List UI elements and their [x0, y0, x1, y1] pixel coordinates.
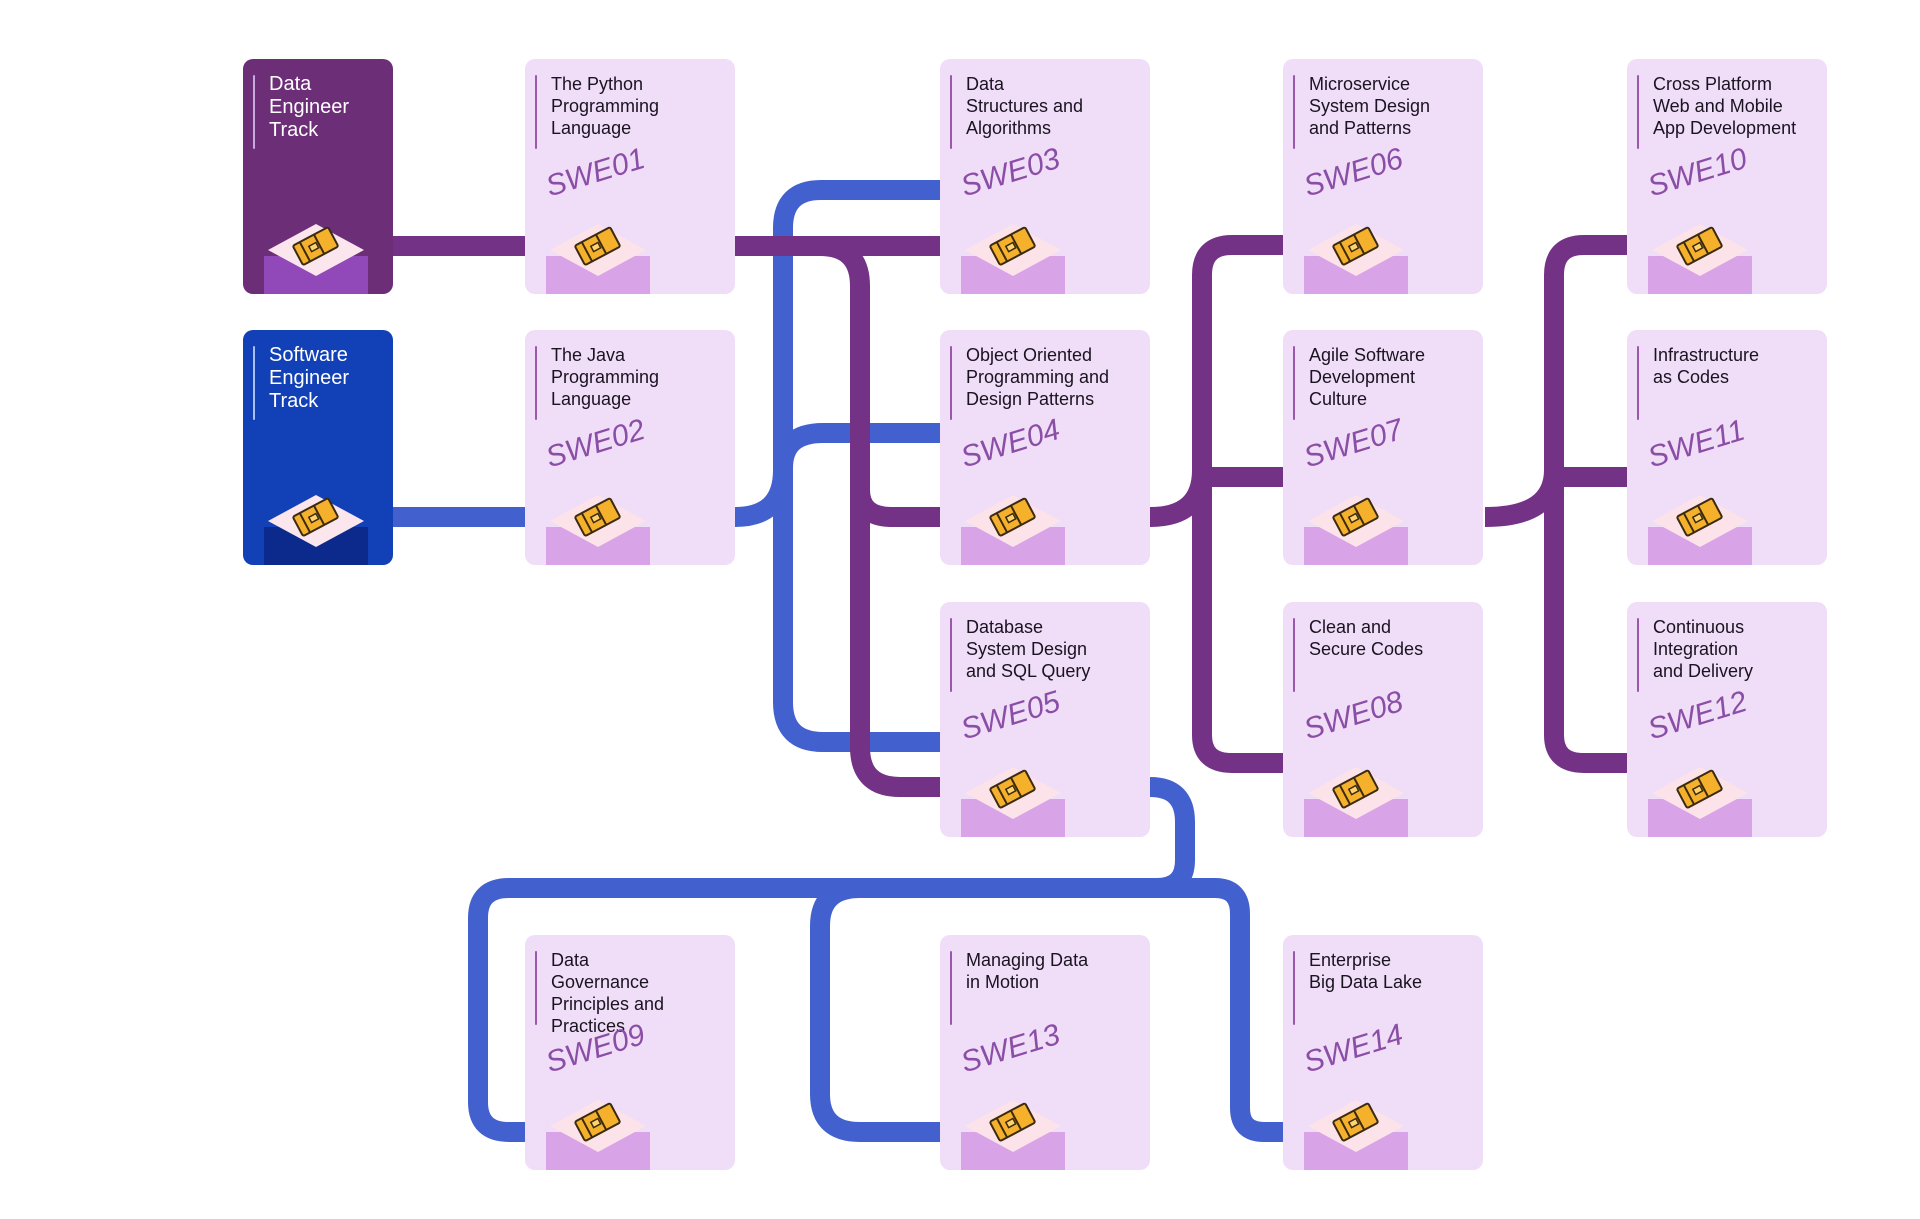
title-accent-bar: [1293, 75, 1295, 149]
connector-swe02-hub: [734, 180, 940, 527]
title-accent-bar: [535, 346, 537, 420]
blueprint-icon: [546, 216, 650, 294]
data-track-connectors: [390, 235, 1627, 797]
course-title: Managing Data in Motion: [966, 950, 1089, 992]
title-accent-bar: [950, 75, 952, 149]
connector-hub-to-swe05: [773, 470, 940, 752]
course-title: Clean and Secure Codes: [1309, 617, 1424, 659]
connector-hub-to-swe06: [1192, 235, 1283, 773]
blueprint-icon: [264, 216, 368, 294]
connector-bridge-to-swe14: [1180, 878, 1283, 1142]
blueprint-icon: [961, 487, 1065, 565]
connector-swe01-trunk: [819, 236, 940, 527]
course-code: SWE04: [957, 413, 1064, 475]
course-card-swe13[interactable]: Managing Data in Motion SWE13: [940, 935, 1150, 1170]
connector-trunk-to-swe05: [850, 490, 940, 797]
blueprint-icon: [1304, 216, 1408, 294]
blueprint-icon: [1648, 216, 1752, 294]
connector-swe07-hub: [1484, 469, 1564, 527]
blueprint-icon: [1304, 759, 1408, 837]
course-code: SWE10: [1644, 142, 1751, 204]
course-code: SWE11: [1644, 413, 1749, 475]
blueprint-icon: [1648, 487, 1752, 565]
course-code: SWE07: [1300, 413, 1407, 475]
title-accent-bar: [1637, 346, 1639, 420]
course-code: SWE05: [957, 685, 1064, 747]
course-card-swe01[interactable]: The Python Programming Language SWE01: [525, 59, 735, 294]
blueprint-icon: [961, 1092, 1065, 1170]
software-track-connectors: [390, 180, 1283, 1142]
blueprint-icon: [961, 216, 1065, 294]
course-card-swe08[interactable]: Clean and Secure Codes SWE08: [1283, 602, 1483, 837]
course-card-swe09[interactable]: Data Governance Principles and Practices…: [525, 935, 735, 1170]
course-card-swe03[interactable]: Data Structures and Algorithms SWE03: [940, 59, 1150, 294]
course-card-swe02[interactable]: The Java Programming Language SWE02: [525, 330, 735, 565]
title-accent-bar: [1637, 618, 1639, 692]
title-accent-bar: [253, 75, 255, 149]
course-card-swe14[interactable]: Enterprise Big Data Lake SWE14: [1283, 935, 1483, 1170]
course-code: SWE02: [542, 413, 649, 475]
blueprint-icon: [1304, 487, 1408, 565]
course-code: SWE13: [957, 1018, 1064, 1080]
connector-swe05-down: [1149, 777, 1195, 898]
connector-hub-to-swe10: [1544, 235, 1627, 773]
course-title: Data Governance Principles and Practices: [551, 950, 665, 1036]
course-title: Continuous Integration and Delivery: [1653, 617, 1754, 681]
course-code: SWE14: [1300, 1018, 1407, 1080]
course-card-swe05[interactable]: Database System Design and SQL Query SWE…: [940, 602, 1150, 837]
title-accent-bar: [1637, 75, 1639, 149]
course-card-swe07[interactable]: Agile Software Development Culture SWE07: [1283, 330, 1483, 565]
course-title: Database System Design and SQL Query: [966, 617, 1091, 681]
connector-bridge-to-swe13: [810, 878, 940, 1142]
course-title: Microservice System Design and Patterns: [1309, 74, 1431, 138]
course-title: The Java Programming Language: [551, 345, 660, 409]
track-data-engineer[interactable]: Data Engineer Track: [243, 59, 393, 294]
track-title: Software Engineer Track: [269, 344, 350, 412]
title-accent-bar: [253, 346, 255, 420]
course-title: Data Structures and Algorithms: [966, 74, 1084, 138]
connector-bridge-to-swe09: [468, 878, 1215, 1142]
track-title: Data Engineer Track: [269, 73, 350, 141]
title-accent-bar: [535, 75, 537, 149]
title-accent-bar: [950, 951, 952, 1025]
blueprint-icon: [1304, 1092, 1408, 1170]
course-card-swe12[interactable]: Continuous Integration and Delivery SWE1…: [1627, 602, 1827, 837]
course-title: Object Oriented Programming and Design P…: [966, 345, 1110, 409]
course-card-swe10[interactable]: Cross Platform Web and Mobile App Develo…: [1627, 59, 1827, 294]
title-accent-bar: [535, 951, 537, 1025]
title-accent-bar: [1293, 346, 1295, 420]
title-accent-bar: [950, 618, 952, 692]
blueprint-icon: [1648, 759, 1752, 837]
course-card-swe06[interactable]: Microservice System Design and Patterns …: [1283, 59, 1483, 294]
title-accent-bar: [1293, 951, 1295, 1025]
course-card-swe04[interactable]: Object Oriented Programming and Design P…: [940, 330, 1150, 565]
title-accent-bar: [1293, 618, 1295, 692]
course-title: Agile Software Development Culture: [1309, 345, 1426, 409]
course-card-swe11[interactable]: Infrastructure as Codes SWE11: [1627, 330, 1827, 565]
connector-hub-to-swe04: [773, 423, 940, 478]
blueprint-icon: [546, 487, 650, 565]
blueprint-icon: [961, 759, 1065, 837]
title-accent-bar: [950, 346, 952, 420]
course-code: SWE12: [1644, 685, 1751, 747]
course-code: SWE08: [1300, 685, 1407, 747]
blueprint-icon: [546, 1092, 650, 1170]
track-software-engineer[interactable]: Software Engineer Track: [243, 330, 393, 565]
course-title: Cross Platform Web and Mobile App Develo…: [1653, 74, 1797, 138]
course-title: Infrastructure as Codes: [1653, 345, 1760, 387]
course-code: SWE06: [1300, 142, 1407, 204]
course-code: SWE01: [542, 142, 649, 204]
course-title: The Python Programming Language: [551, 74, 660, 138]
blueprint-icon: [264, 487, 368, 565]
course-code: SWE03: [957, 142, 1064, 204]
course-title: Enterprise Big Data Lake: [1309, 950, 1423, 992]
